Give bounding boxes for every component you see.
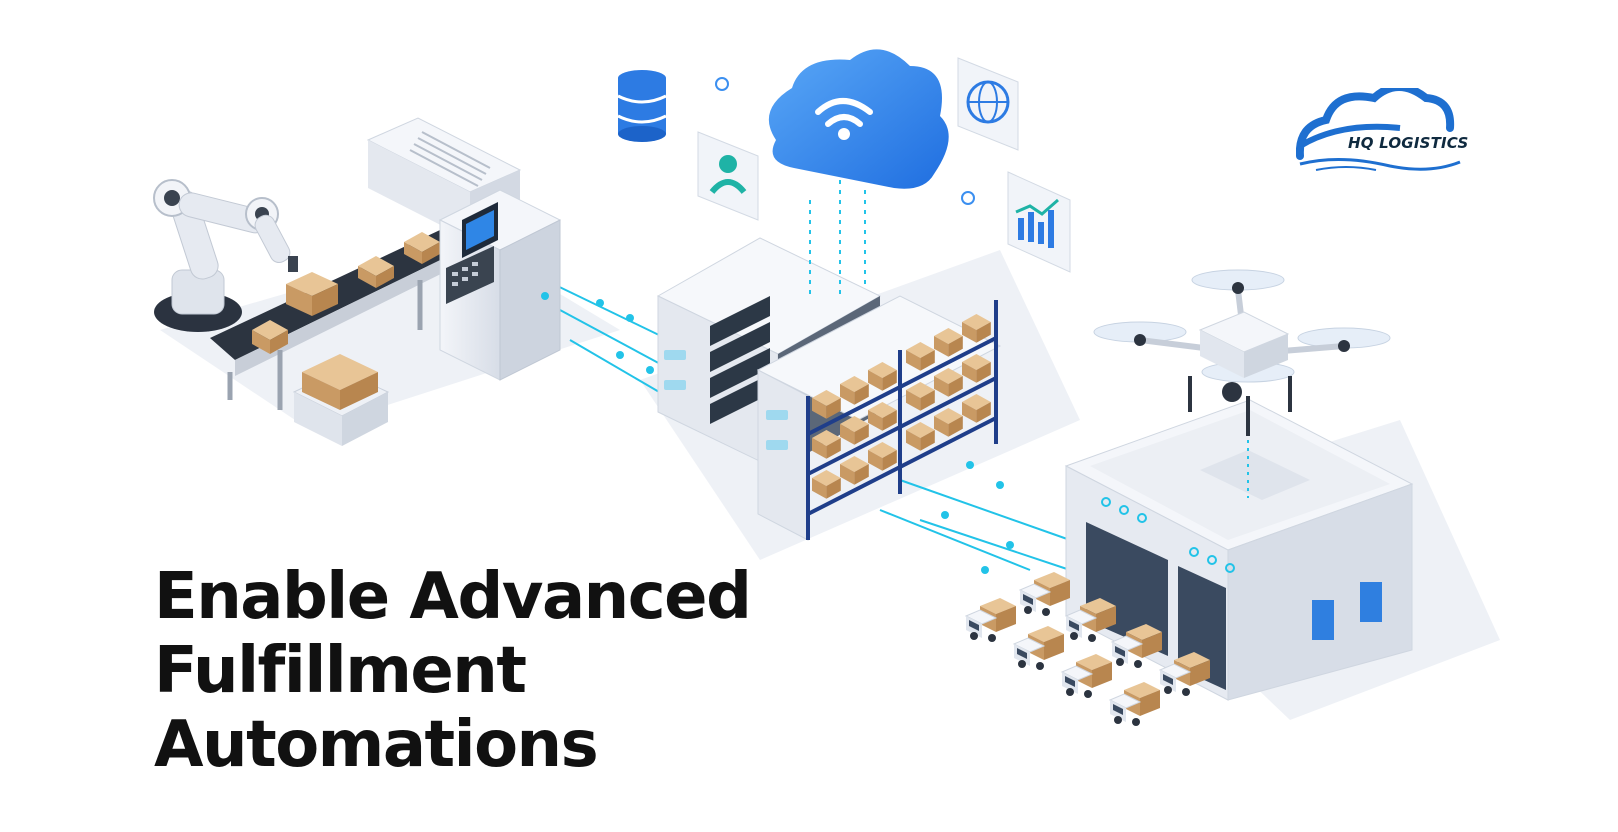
truck-icon — [1064, 598, 1116, 642]
packing-machine — [366, 117, 562, 381]
headline-line-3: Automations — [154, 708, 599, 782]
cardboard-box — [840, 376, 869, 405]
globe-icon — [957, 57, 1019, 151]
database-icon — [617, 70, 667, 142]
cloud-logo-icon — [1295, 83, 1461, 171]
warehouse-building — [1064, 399, 1414, 701]
truck-icon — [1018, 572, 1070, 616]
truck-icon — [1108, 682, 1160, 726]
user-icon — [697, 131, 759, 221]
bubble — [961, 191, 975, 205]
robot-arm-icon — [153, 179, 298, 332]
brand-logo: HQ LOGISTICS — [1295, 83, 1526, 178]
box-pallet — [292, 354, 390, 446]
truck-fleet — [964, 572, 1210, 726]
chart-icon — [1007, 171, 1071, 273]
cardboard-box — [812, 390, 841, 419]
cardboard-box — [868, 402, 897, 431]
cardboard-box — [840, 416, 869, 445]
cardboard-box — [906, 382, 935, 411]
shelf-boxes — [812, 314, 991, 499]
headline-line-2: Fulfillment — [154, 634, 527, 708]
bubble — [715, 77, 729, 91]
storage-shelf — [756, 295, 1002, 541]
cardboard-box — [962, 354, 991, 383]
truck-icon — [1110, 624, 1162, 668]
cardboard-box — [962, 394, 991, 423]
cardboard-box — [934, 328, 963, 357]
link-nodes — [596, 299, 1014, 574]
brand-name: HQ LOGISTICS — [1348, 134, 1469, 152]
cloud-wifi-icon — [768, 49, 949, 189]
cardboard-box — [934, 408, 963, 437]
truck-icon — [1060, 654, 1112, 698]
truck-icon — [1158, 652, 1210, 696]
truck-icon — [1012, 626, 1064, 670]
cardboard-box — [840, 456, 869, 485]
headline-line-1: Enable Advanced — [154, 560, 752, 634]
cardboard-box — [934, 368, 963, 397]
cardboard-box — [868, 362, 897, 391]
drone-icon — [1093, 269, 1391, 436]
cardboard-box — [962, 314, 991, 343]
cardboard-box — [906, 342, 935, 371]
truck-icon — [964, 598, 1016, 642]
cardboard-box — [906, 422, 935, 451]
cardboard-box — [868, 442, 897, 471]
conveyor-boxes — [252, 232, 440, 354]
cardboard-box — [812, 430, 841, 459]
cardboard-box — [812, 470, 841, 499]
page-headline: Enable Advanced Fulfillment Automations — [154, 560, 752, 782]
